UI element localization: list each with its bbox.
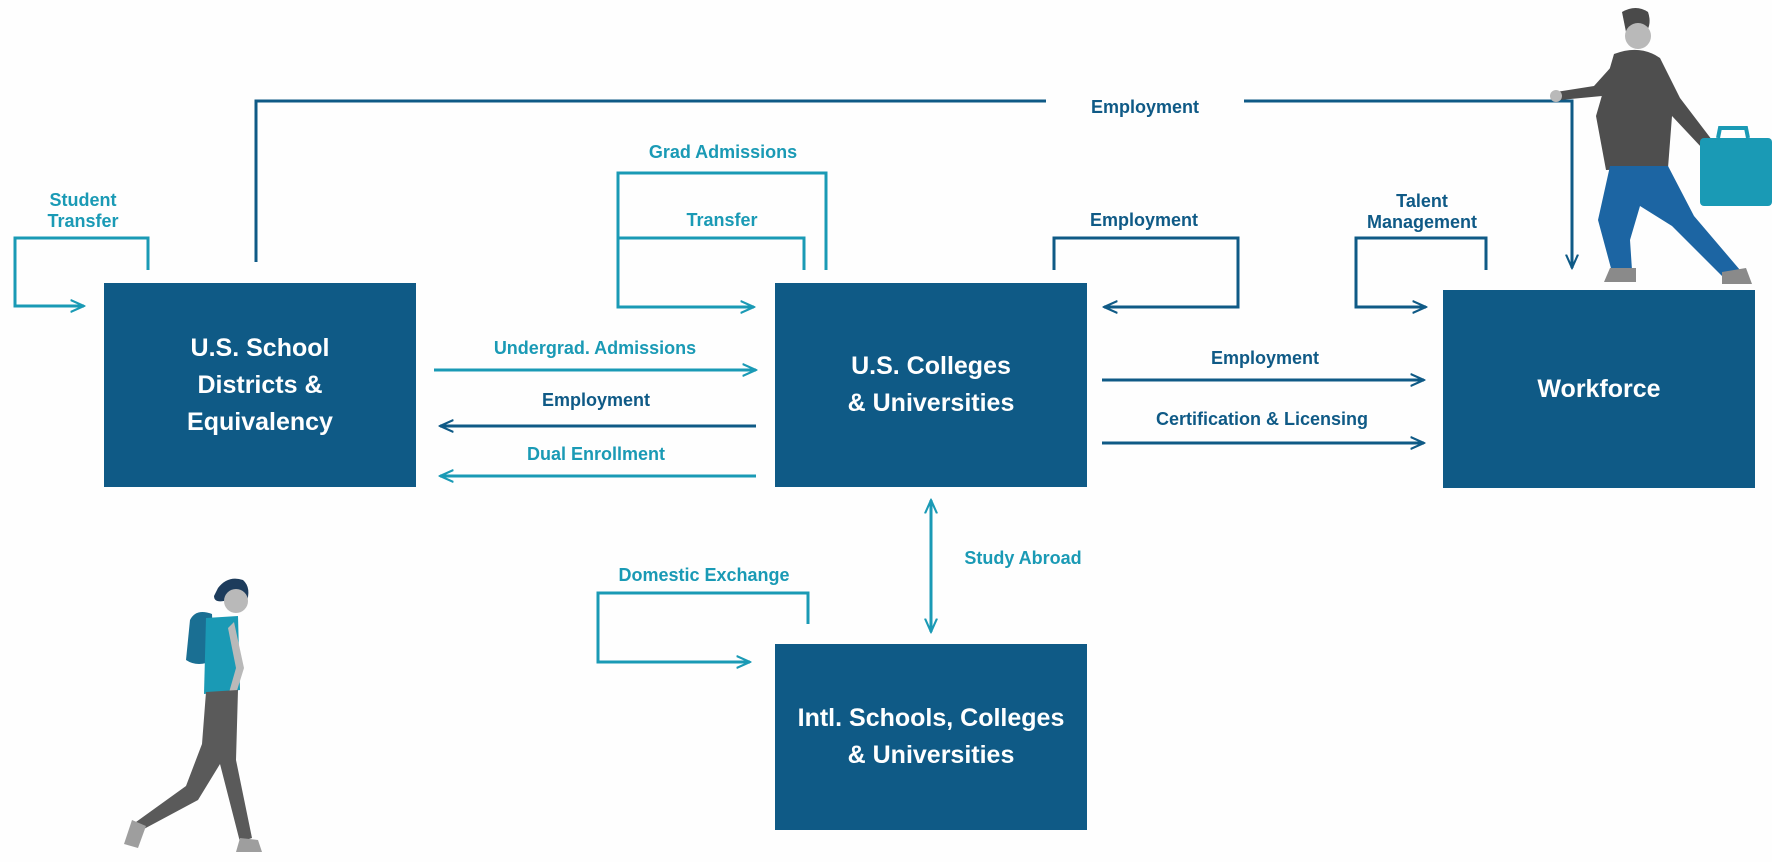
employment-colleges-loop-label: Employment <box>1089 210 1199 230</box>
student-transfer-label: Student Transfer <box>47 190 119 231</box>
talent-management-arrow <box>1354 236 1488 307</box>
employment-to-schools-label: Employment <box>541 390 651 410</box>
transfer-label: Transfer <box>686 210 758 230</box>
transfer-arrow <box>616 236 806 307</box>
colleges-title: U.S. Colleges & Universities <box>847 352 1015 417</box>
study-abroad-label: Study Abroad <box>964 548 1082 568</box>
employment-top-label: Employment <box>1090 97 1200 117</box>
employment-colleges-loop-arrow <box>1052 236 1240 307</box>
walking-student-illustration <box>124 578 262 852</box>
intl-schools-box: Intl. Schools, Colleges & Universities <box>775 644 1087 830</box>
school-districts-title: U.S. School Districts & Equivalency <box>187 333 333 436</box>
domestic-exchange-arrow <box>596 591 810 662</box>
employment-top-left-line <box>254 99 1046 262</box>
grad-admissions-label: Grad Admissions <box>648 142 798 162</box>
dual-enrollment-label: Dual Enrollment <box>526 444 665 464</box>
school-districts-box: U.S. School Districts & Equivalency <box>104 283 416 487</box>
grad-admissions-line <box>616 171 828 270</box>
student-transfer-arrow <box>13 236 150 306</box>
certification-licensing-label: Certification & Licensing <box>1155 409 1369 429</box>
colleges-box: U.S. Colleges & Universities <box>775 283 1087 487</box>
intl-schools-title: Intl. Schools, Colleges & Universities <box>797 704 1065 769</box>
climbing-professional-illustration <box>1550 8 1772 284</box>
employment-to-workforce-label: Employment <box>1210 348 1320 368</box>
employment-top-arrow <box>1244 99 1572 268</box>
workforce-title: Workforce <box>1537 374 1661 403</box>
undergrad-admissions-label: Undergrad. Admissions <box>493 338 697 358</box>
domestic-exchange-label: Domestic Exchange <box>618 565 790 585</box>
workforce-box: Workforce <box>1443 290 1755 488</box>
talent-management-label: Talent Management <box>1366 191 1478 232</box>
